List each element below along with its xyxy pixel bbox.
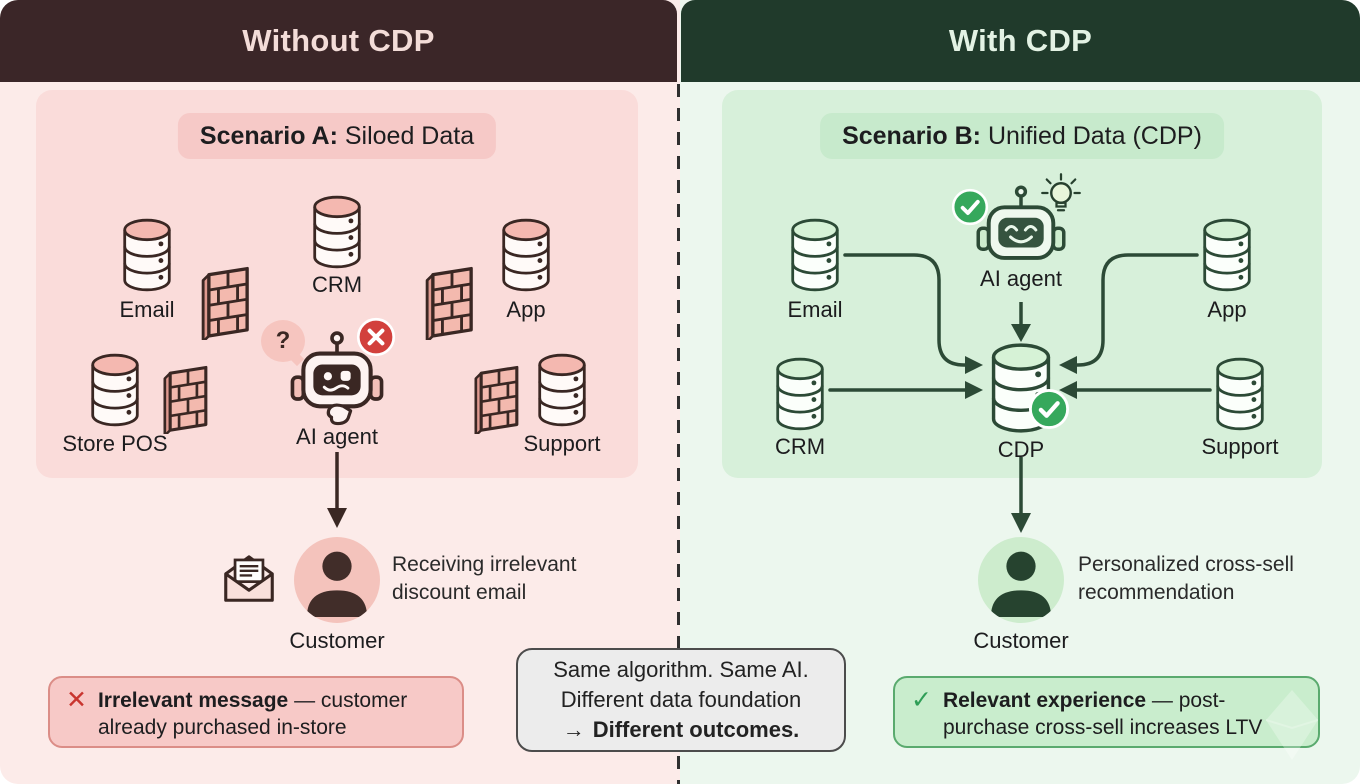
right-arrow-icon: → — [562, 717, 585, 742]
customer-label-right: Customer — [973, 628, 1069, 653]
question-mark: ? — [275, 327, 291, 354]
scenario-a-title-rest: Siloed Data — [337, 122, 475, 150]
email-database-label: Email — [119, 297, 175, 322]
center-note-line3: → Different outcomes. — [563, 715, 800, 745]
customer-avatar — [294, 537, 380, 623]
app-database-label: App — [506, 297, 546, 322]
error-x-icon: ✕ — [66, 686, 87, 714]
arrow-down-icon — [1011, 302, 1031, 342]
header-with-cdp: With CDP — [681, 0, 1360, 82]
scenario-b-title: Scenario B: Unified Data (CDP) — [820, 113, 1224, 159]
support-database-label: Support — [1201, 434, 1279, 459]
irrelevant-message-rest: — customer already purchased in-store — [97, 689, 408, 739]
center-note-line1: Same algorithm. Same AI. — [553, 657, 809, 682]
check-icon: ✓ — [911, 686, 932, 714]
arrow-down-icon — [323, 450, 351, 534]
irrelevant-message-callout: ✕ Irrelevant message — customer already … — [48, 676, 464, 748]
email-database-icon — [785, 216, 845, 294]
center-note: Same algorithm. Same AI. Different data … — [516, 648, 846, 752]
app-database-label: App — [1207, 297, 1247, 322]
support-database-icon — [532, 351, 592, 429]
scenario-b-title-bold: Scenario B: — [842, 122, 982, 150]
crm-database-label: CRM — [311, 272, 363, 297]
brick-wall-icon — [474, 352, 524, 434]
relevant-experience-callout: ✓ Relevant experience — post-purchase cr… — [893, 676, 1320, 748]
watermark-gem — [1266, 690, 1318, 760]
relevant-experience-rest: — post-purchase cross-sell increases LTV — [942, 689, 1263, 739]
center-note-line2: Different data foundation — [560, 687, 802, 712]
ai-agent-label-right: AI agent — [980, 266, 1062, 291]
store-pos-database-icon — [85, 351, 145, 429]
right-outcome-text: Personalized cross-sell recommendation — [1078, 553, 1294, 604]
crm-database-icon — [770, 355, 830, 433]
open-envelope-icon — [218, 547, 280, 607]
relevant-experience-text: Relevant experience — post-purchase cros… — [943, 687, 1302, 741]
lightbulb-icon — [1037, 172, 1085, 220]
brick-wall-icon — [163, 352, 213, 434]
left-outcome-text: Receiving irrelevant discount email — [392, 553, 577, 604]
center-note-bold: Different outcomes. — [592, 717, 800, 742]
relevant-experience-bold: Relevant experience — [942, 689, 1147, 712]
header-with-cdp-label: With CDP — [948, 23, 1093, 58]
store-pos-database-label: Store POS — [62, 431, 168, 456]
person-icon — [294, 537, 380, 623]
scenario-b-title-rest: Unified Data (CDP) — [981, 122, 1202, 150]
support-database-icon — [1210, 355, 1270, 433]
brick-wall-icon — [201, 252, 255, 340]
arrow-down-icon — [1007, 455, 1035, 539]
header-without-cdp: Without CDP — [0, 0, 677, 82]
email-database-label: Email — [787, 297, 843, 322]
person-icon — [978, 537, 1064, 623]
irrelevant-message-bold: Irrelevant message — [97, 689, 289, 712]
scenario-a-title: Scenario A: Siloed Data — [177, 113, 497, 159]
question-bubble-icon: ? — [261, 320, 305, 362]
email-database-icon — [117, 216, 177, 294]
error-x-icon — [356, 317, 396, 357]
ai-agent-label-left: AI agent — [296, 424, 378, 449]
scenario-a-title-bold: Scenario A: — [199, 122, 338, 150]
crm-database-icon — [307, 193, 367, 271]
app-database-icon — [1197, 216, 1257, 294]
app-database-icon — [496, 216, 556, 294]
irrelevant-message-text: Irrelevant message — customer already pu… — [98, 687, 446, 741]
customer-avatar — [978, 537, 1064, 623]
customer-label-left: Customer — [289, 628, 385, 653]
brick-wall-icon — [425, 252, 479, 340]
crm-database-label: CRM — [774, 434, 826, 459]
cdp-connector-lines — [828, 253, 1212, 399]
check-circle-icon — [1028, 388, 1070, 430]
support-database-label: Support — [523, 431, 601, 456]
center-dashed-divider — [677, 84, 680, 784]
header-without-cdp-label: Without CDP — [242, 23, 435, 58]
